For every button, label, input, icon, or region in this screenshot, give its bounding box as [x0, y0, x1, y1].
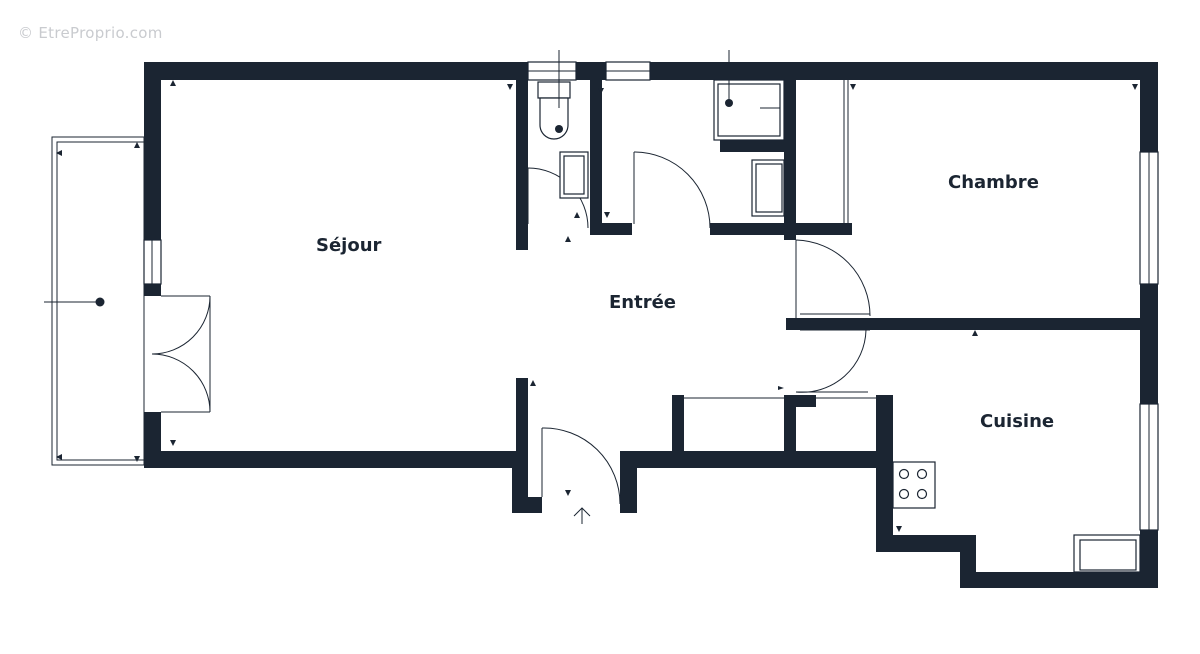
balcony: [44, 136, 145, 466]
room-label-sejour: Séjour: [316, 235, 382, 256]
walls: [144, 62, 1158, 588]
windows: [143, 61, 1159, 531]
doors: [151, 151, 871, 524]
room-label-entree: Entrée: [609, 292, 677, 313]
room-label-cuisine: Cuisine: [980, 411, 1055, 432]
fixtures: [537, 50, 1141, 573]
dimension-markers: [56, 80, 1138, 532]
watermark: © EtreProprio.com: [18, 24, 163, 42]
room-label-chambre: Chambre: [948, 172, 1039, 193]
